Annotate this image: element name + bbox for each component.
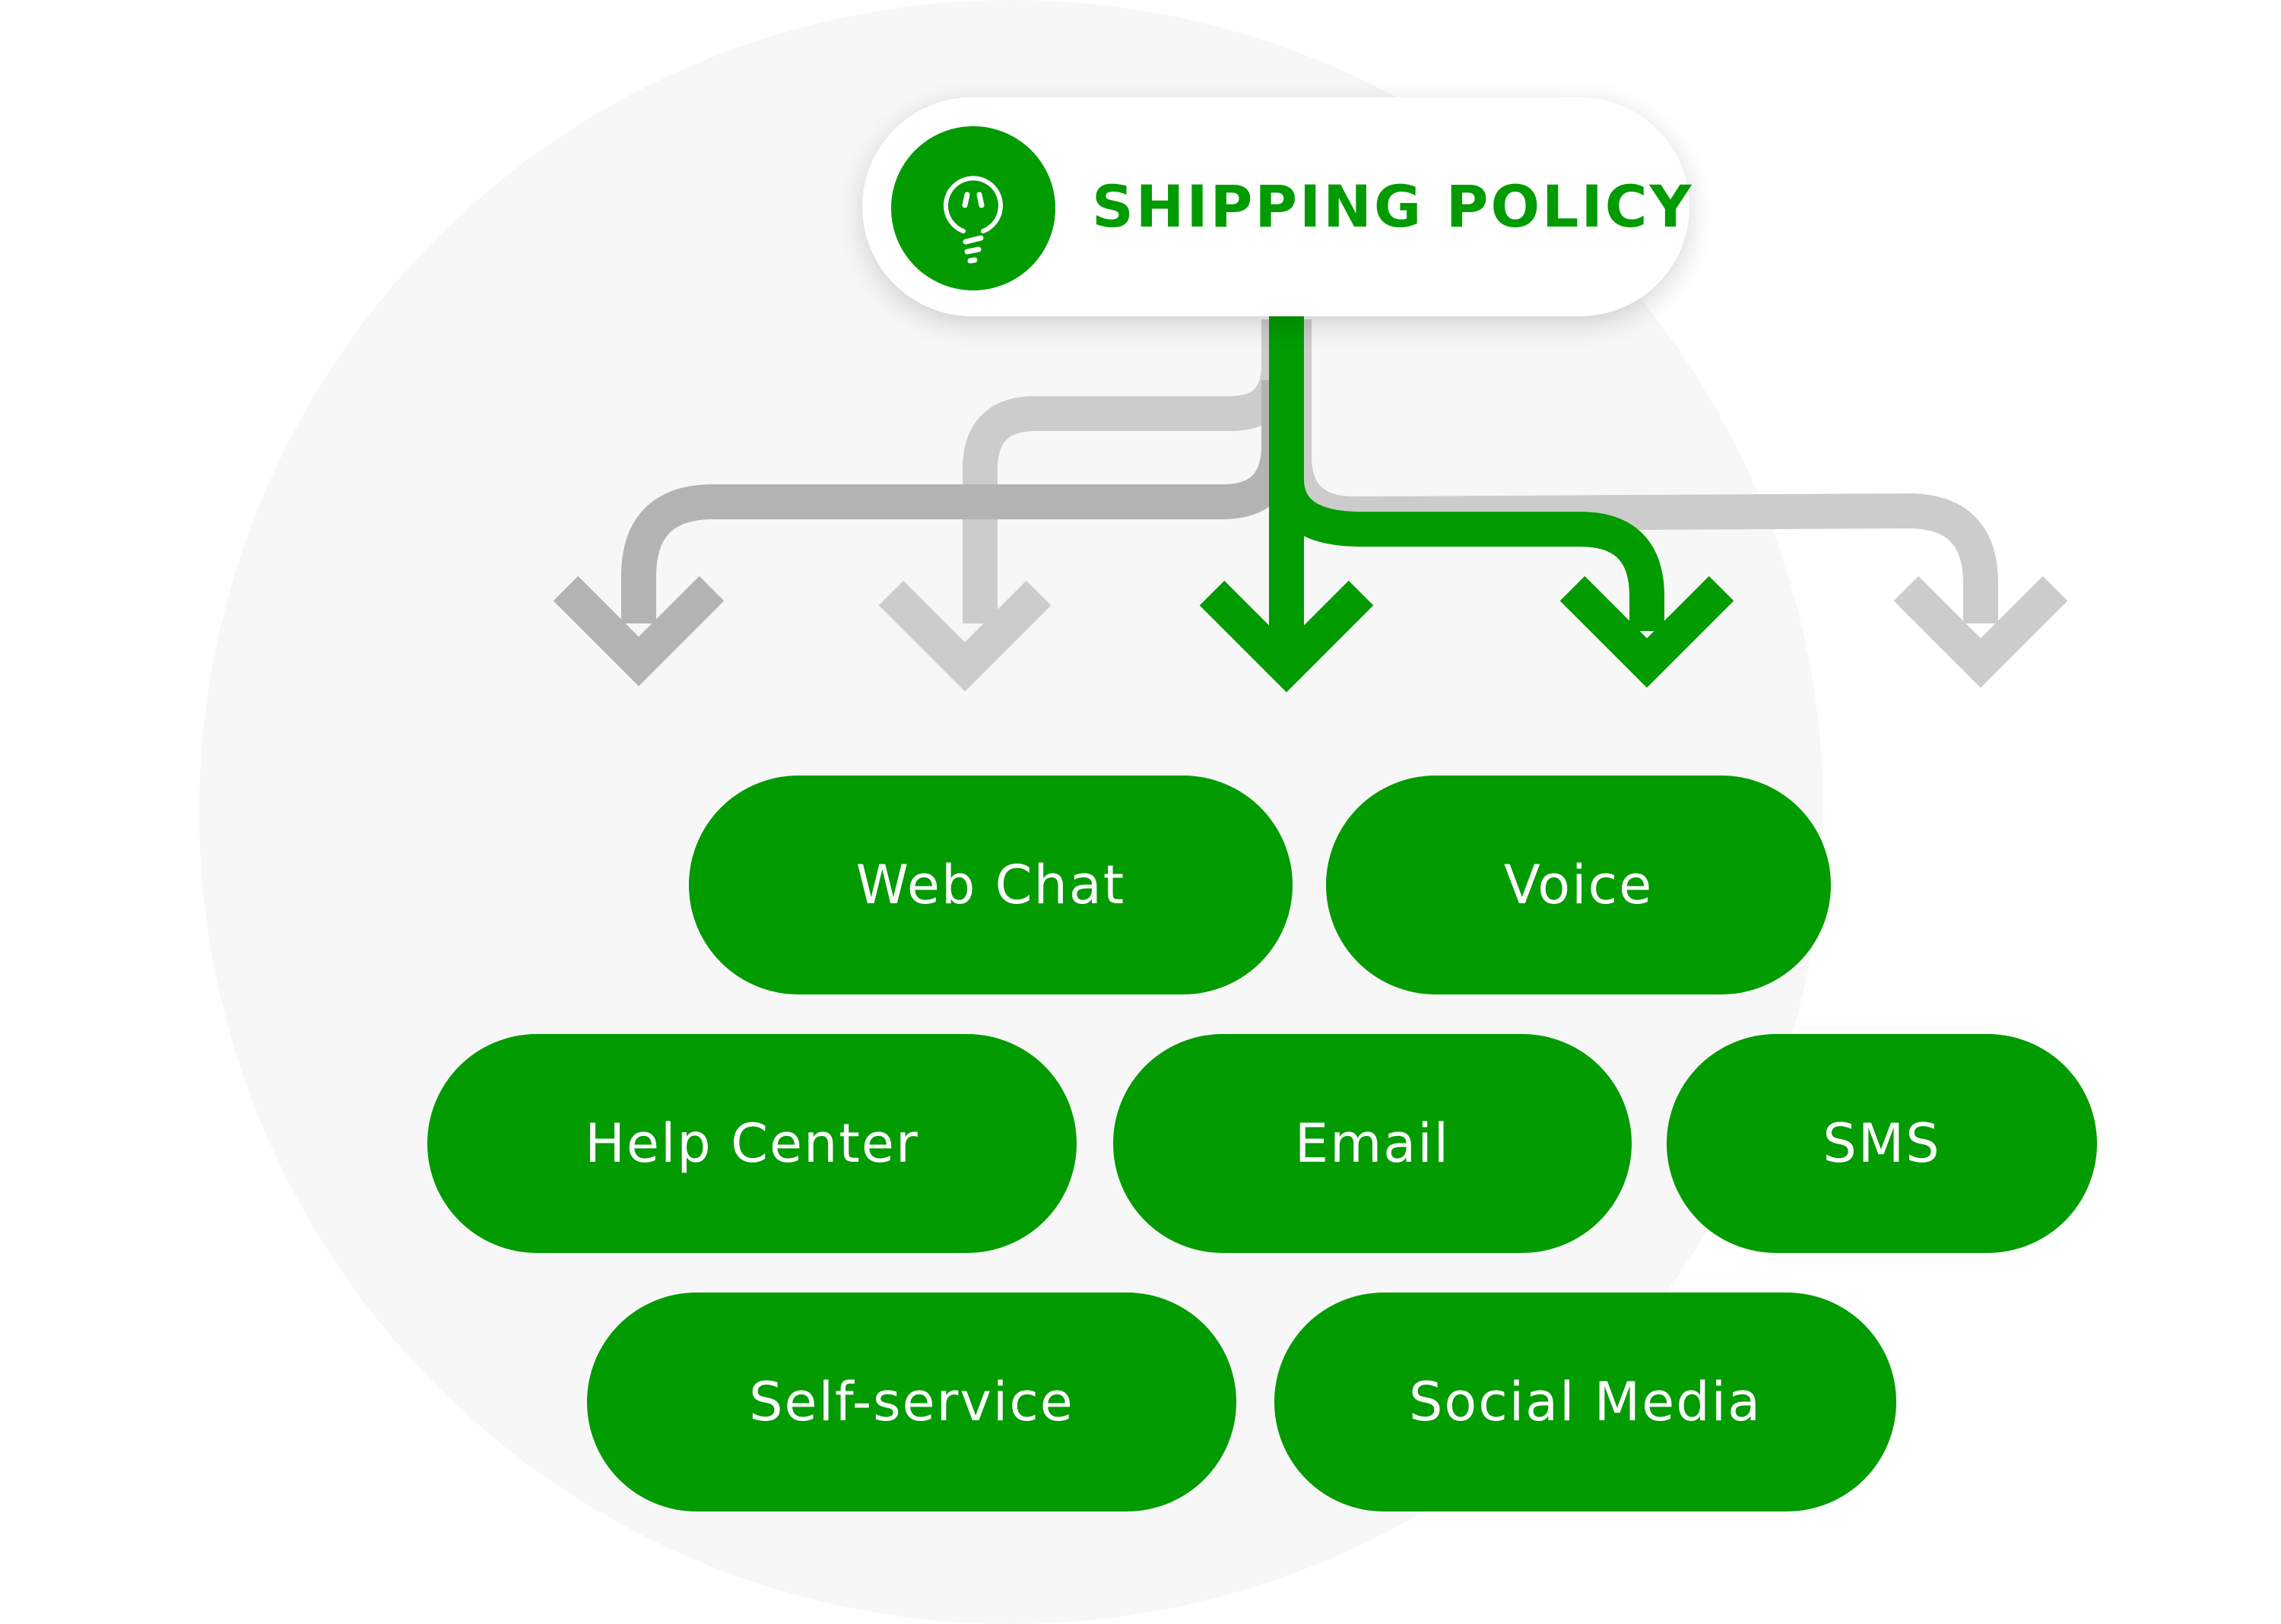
shipping-policy-header[interactable]: SHIPPING POLICY (862, 97, 1692, 316)
arrowhead-1 (553, 576, 725, 687)
channel-self-service[interactable]: Self-service (587, 1293, 1236, 1511)
header-title: SHIPPING POLICY (1092, 173, 1694, 240)
lightbulb-icon (891, 126, 1055, 290)
channel-voice[interactable]: Voice (1326, 776, 1831, 994)
arrowhead-4 (1559, 576, 1734, 688)
channel-help-center[interactable]: Help Center (427, 1034, 1077, 1253)
channel-social-media[interactable]: Social Media (1274, 1293, 1896, 1511)
arrowhead-5 (1893, 576, 2068, 688)
channel-email[interactable]: Email (1113, 1034, 1632, 1253)
arrowhead-3 (1199, 580, 1374, 693)
connector-line-2 (963, 319, 1296, 623)
channel-sms[interactable]: SMS (1667, 1034, 2097, 1253)
channel-web-chat[interactable]: Web Chat (689, 776, 1293, 994)
arrowhead-2 (878, 580, 1052, 692)
